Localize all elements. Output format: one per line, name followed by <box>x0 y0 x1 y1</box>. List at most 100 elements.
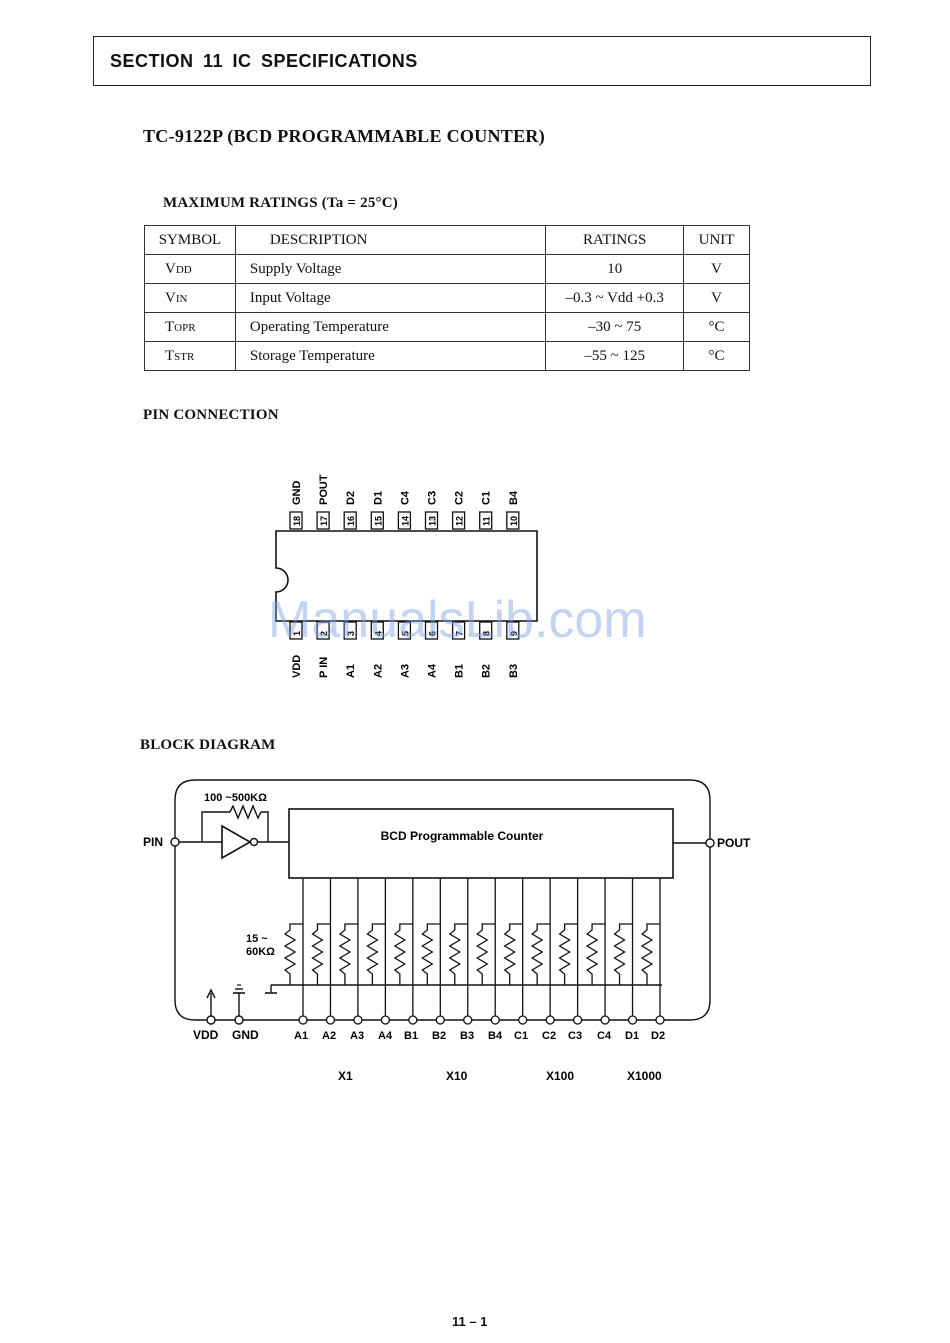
pin-number: 10 <box>509 516 519 526</box>
pin-lead <box>424 621 439 640</box>
group-label-x1: X1 <box>338 1069 353 1083</box>
pulldown-resistor <box>421 923 441 985</box>
pin-lead <box>289 621 303 640</box>
pulldown-resistor <box>640 923 660 985</box>
input-a3: A3 <box>338 878 364 1042</box>
pin-number: 17 <box>319 516 329 526</box>
input-label: A1 <box>294 1030 308 1042</box>
inverter-bubble <box>249 837 259 847</box>
pulldown-resistor <box>558 923 578 985</box>
cell-unit: °C <box>683 312 750 342</box>
input-b1: B1 <box>393 878 418 1042</box>
pulldown-resistor <box>613 923 633 985</box>
cell-rating: –30 ~ 75 <box>545 312 685 342</box>
gnd-label: GND <box>232 1028 259 1042</box>
cell-unit: V <box>683 283 750 313</box>
input-terminal <box>545 1015 555 1025</box>
pin-top-10: 10 B4 <box>506 490 520 530</box>
input-terminal <box>463 1015 473 1025</box>
pin-lead <box>370 511 384 530</box>
col-symbol: SYMBOL <box>144 225 236 255</box>
table-row: Tstr Storage Temperature –55 ~ 125 °C <box>144 341 750 371</box>
col-description: DESCRIPTION <box>234 225 547 255</box>
pulldown-resistor <box>530 923 551 985</box>
input-terminal <box>572 1015 583 1025</box>
pin-name: B4 <box>508 490 520 505</box>
pin-number: 18 <box>292 516 302 526</box>
group-label-x100: X100 <box>546 1069 574 1083</box>
pin-name: C2 <box>454 491 466 505</box>
block-diagram-heading: BLOCK DIAGRAM <box>140 737 276 753</box>
pulldown-label-2: 60KΩ <box>246 946 275 958</box>
pin-number: 13 <box>428 516 438 526</box>
input-label: C2 <box>542 1030 556 1042</box>
input-b2: B2 <box>421 878 446 1042</box>
cell-symbol: Vdd <box>144 254 236 284</box>
feedback-wire-right <box>261 811 269 842</box>
pin-lead <box>506 511 520 530</box>
input-d2: D2 <box>640 878 665 1042</box>
input-label: A2 <box>322 1030 336 1042</box>
col-ratings: RATINGS <box>545 225 685 255</box>
pin-name: A3 <box>399 664 411 678</box>
pin-lead <box>343 621 357 640</box>
pulldown-resistor <box>475 923 496 985</box>
input-terminal <box>435 1015 445 1025</box>
max-ratings-heading: MAXIMUM RATINGS (Ta = 25°C) <box>163 195 398 211</box>
cell-symbol: Topr <box>144 312 236 342</box>
pin-name: B2 <box>481 664 493 678</box>
cell-rating: –0.3 ~ Vdd +0.3 <box>545 283 685 313</box>
pulldown-resistor <box>311 923 331 985</box>
pin-name: A2 <box>372 664 384 678</box>
input-a1: A1 <box>283 878 308 1042</box>
pin-number: 9 <box>509 631 519 636</box>
pin-name: A1 <box>345 664 357 678</box>
input-a2: A2 <box>311 878 336 1042</box>
pin-lead <box>343 511 357 530</box>
pin-bottom-2: 2P IN <box>316 621 330 678</box>
pulldown-resistor <box>503 923 523 985</box>
pin-name: GND <box>291 481 303 506</box>
vdd-label: VDD <box>193 1028 219 1042</box>
pin-connection-diagram: 18GND17POUT16D215D114C413C312C211C110B4 … <box>275 474 538 678</box>
bcd-counter-block <box>288 808 674 879</box>
pin-number: 1 <box>292 631 302 636</box>
input-terminal <box>353 1015 363 1025</box>
cell-rating: –55 ~ 125 <box>545 341 685 371</box>
pin-name: B1 <box>454 664 466 678</box>
input-label: B1 <box>404 1030 418 1042</box>
input-terminal <box>518 1015 528 1025</box>
input-c2: C2 <box>530 878 556 1042</box>
pin-in-label: PIN <box>143 835 163 849</box>
pin-lead <box>397 511 412 530</box>
input-c1: C1 <box>503 878 528 1042</box>
pin-lead <box>370 621 384 640</box>
pin-bottom-7: 7B1 <box>451 621 466 678</box>
pin-lead <box>289 511 303 530</box>
feedback-resistor <box>229 804 262 820</box>
pin-name: C4 <box>399 490 411 505</box>
pin-number: 12 <box>455 516 465 526</box>
pin-in-terminal <box>170 837 180 847</box>
pin-number: 2 <box>319 631 329 636</box>
pin-top-18: 18 GND <box>289 481 303 530</box>
pin-number: 4 <box>373 631 383 636</box>
input-c4: C4 <box>585 878 612 1042</box>
input-b4: B4 <box>475 878 503 1042</box>
pin-name: C1 <box>481 491 493 505</box>
pulldown-resistor <box>393 923 413 985</box>
cell-rating: 10 <box>545 254 685 284</box>
table-row: Vin Input Voltage –0.3 ~ Vdd +0.3 V <box>144 283 750 313</box>
pin-number: 3 <box>346 631 356 636</box>
input-a4: A4 <box>366 878 393 1042</box>
cell-unit: V <box>683 254 750 284</box>
pin-number: 14 <box>400 516 410 526</box>
chip-title: TC-9122P (BCD PROGRAMMABLE COUNTER) <box>143 126 545 146</box>
page-number: 11 – 1 <box>452 1314 488 1329</box>
ic-package-outline <box>275 530 538 622</box>
pin-number: 5 <box>400 631 410 636</box>
